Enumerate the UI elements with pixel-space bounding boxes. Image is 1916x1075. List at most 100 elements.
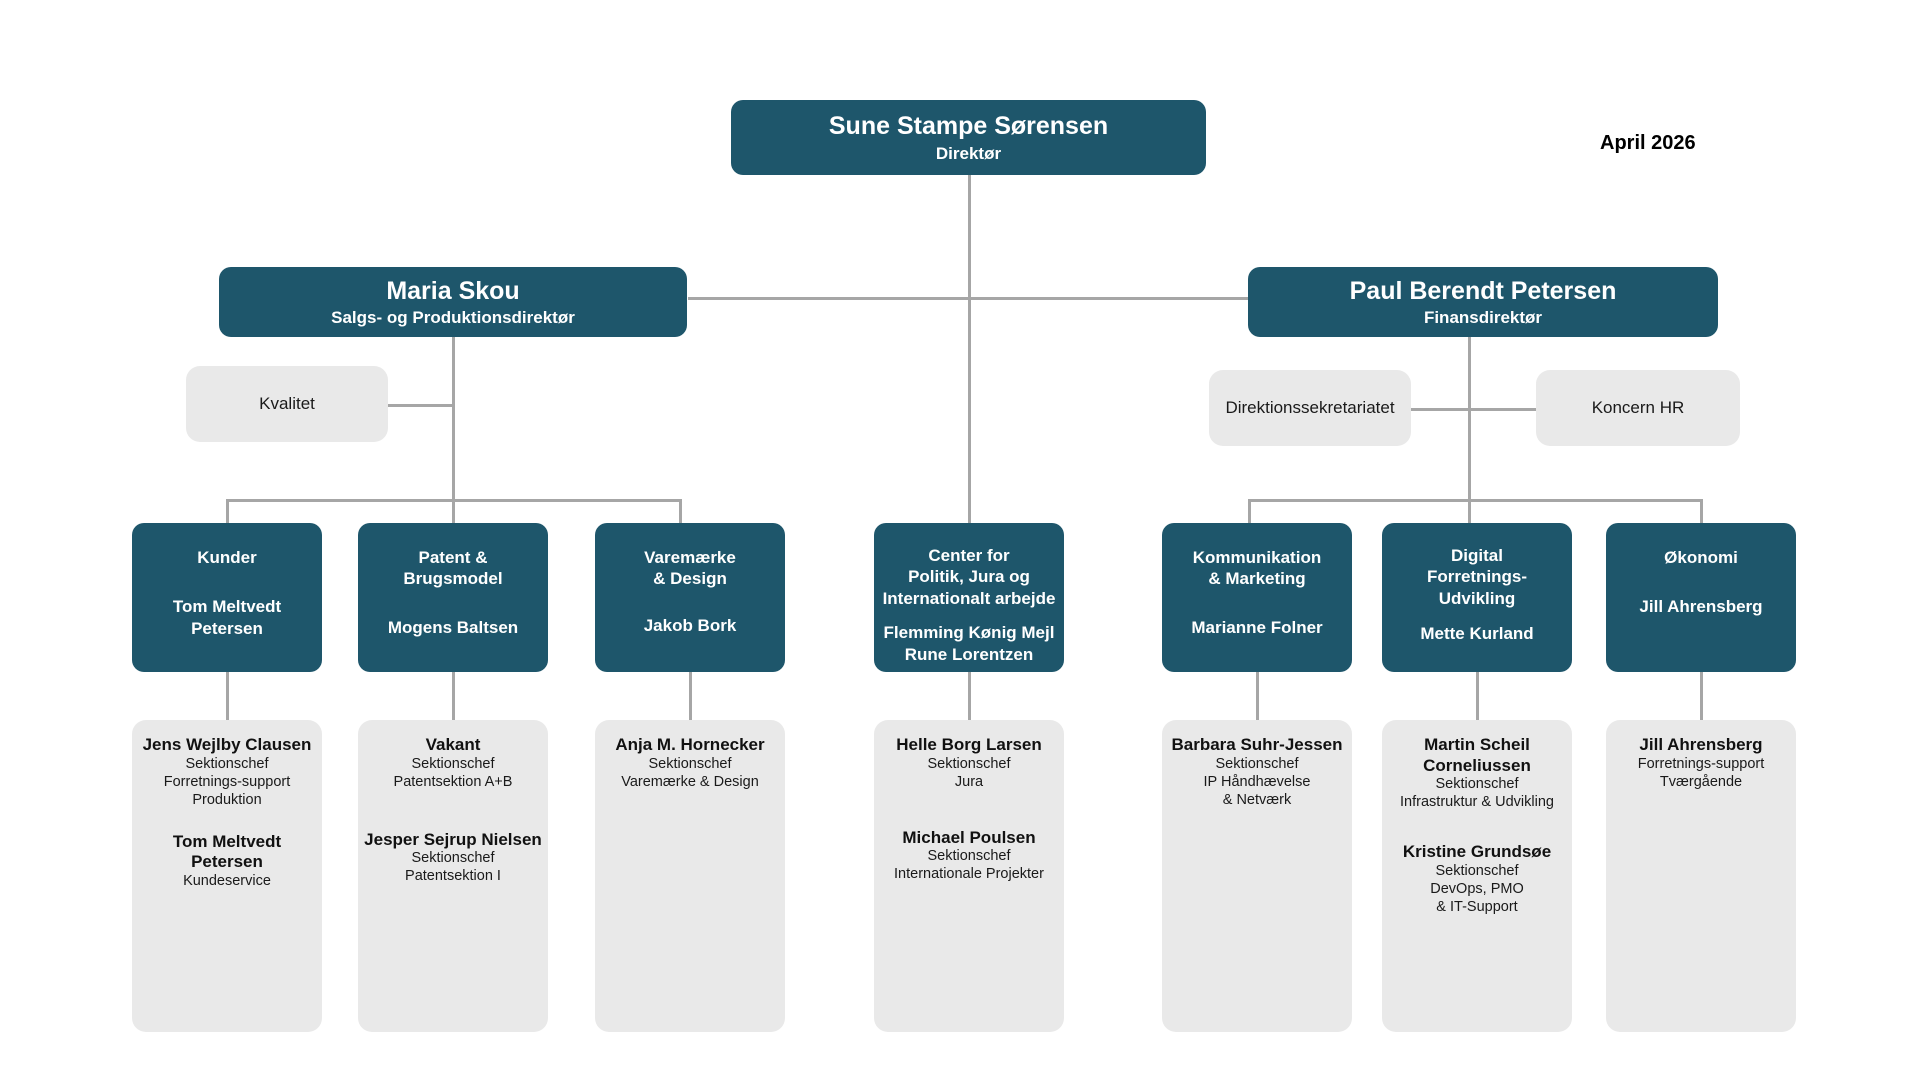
dept-name-line: & Marketing xyxy=(1208,569,1306,589)
section-role-line: DevOps, PMO xyxy=(1430,881,1524,898)
connector-center-stem xyxy=(968,297,971,523)
node-staff-kvalitet[interactable]: Kvalitet xyxy=(186,366,388,442)
connector-root-stem xyxy=(968,175,971,298)
dept-name-line: Økonomi xyxy=(1664,548,1738,567)
dept-name-line: Varemærke xyxy=(644,548,736,567)
dept-person-line: Petersen xyxy=(191,618,263,638)
section-role-line: IP Håndhævelse xyxy=(1203,773,1311,790)
node-root-director[interactable]: Sune Stampe Sørensen Direktør xyxy=(731,100,1206,175)
section-role-line: Forretnings-support xyxy=(163,773,291,790)
node-department-kunder[interactable]: Kunder Tom Meltvedt Petersen xyxy=(132,523,322,672)
node-sections-kunder[interactable]: Jens Wejlby Clausen Sektionschef Forretn… xyxy=(132,720,322,1032)
connector-paul-stem xyxy=(1468,337,1471,512)
director-name: Paul Berendt Petersen xyxy=(1349,276,1617,305)
connector-paul-children-bus xyxy=(1248,499,1703,502)
node-sections-patent-brugsmodel[interactable]: Vakant Sektionschef Patentsektion A+B Je… xyxy=(358,720,548,1032)
connector-okonomi-section-drop xyxy=(1700,672,1703,720)
node-department-digital-forretningsudvikling[interactable]: Digital Forretnings- Udvikling Mette Kur… xyxy=(1382,523,1572,672)
section-unit: Kristine Grundsøe Sektionschef DevOps, P… xyxy=(1382,842,1572,917)
section-unit: Martin Scheil Corneliussen Sektionschef … xyxy=(1382,735,1572,812)
section-role-line: & Netværk xyxy=(1222,791,1292,808)
node-department-center-politik-jura-internationalt[interactable]: Center for Politik, Jura og Internationa… xyxy=(874,523,1064,672)
dept-name-line: Patent & xyxy=(418,548,488,567)
node-director-paul-berendt-petersen[interactable]: Paul Berendt Petersen Finansdirektør xyxy=(1248,267,1718,337)
department-people: Jill Ahrensberg xyxy=(1639,596,1762,617)
connector-patent-drop xyxy=(452,499,455,523)
node-staff-direktionssekretariatet[interactable]: Direktionssekretariatet xyxy=(1209,370,1411,446)
connector-varemaerke-section-drop xyxy=(689,672,692,720)
dept-name-line: Udvikling xyxy=(1438,588,1516,608)
section-role-line: Sektionschef xyxy=(648,755,732,772)
section-unit: Barbara Suhr-Jessen Sektionschef IP Hånd… xyxy=(1162,735,1352,810)
section-role-line: Produktion xyxy=(192,791,262,808)
dept-person-line: Flemming Kønig Mejl xyxy=(883,623,1055,643)
section-person-line: Martin Scheil xyxy=(1424,735,1530,754)
node-sections-okonomi[interactable]: Jill Ahrensberg Forretnings-support Tvær… xyxy=(1606,720,1796,1032)
node-department-okonomi[interactable]: Økonomi Jill Ahrensberg xyxy=(1606,523,1796,672)
connector-kommunikation-section-drop xyxy=(1256,672,1259,720)
connector-digital-drop xyxy=(1468,499,1471,523)
section-role-line: Sektionschef xyxy=(1435,776,1519,793)
department-name: Varemærke & Design xyxy=(644,547,736,590)
dept-name-line: Digital xyxy=(1451,546,1503,565)
node-department-kommunikation-marketing[interactable]: Kommunikation & Marketing Marianne Folne… xyxy=(1162,523,1352,672)
section-role-line: Sektionschef xyxy=(411,755,495,772)
section-role-line: Sektionschef xyxy=(1435,863,1519,880)
dept-name-line: & Design xyxy=(653,569,727,589)
director-name: Maria Skou xyxy=(386,276,520,305)
department-name: Center for Politik, Jura og Internationa… xyxy=(883,545,1056,609)
dept-name-line: Kommunikation xyxy=(1192,548,1322,567)
connector-digital-section-drop xyxy=(1476,672,1479,720)
dept-name-line: Kunder xyxy=(197,548,257,567)
node-department-patent-brugsmodel[interactable]: Patent & Brugsmodel Mogens Baltsen xyxy=(358,523,548,672)
section-unit: Vakant Sektionschef Patentsektion A+B xyxy=(358,735,548,792)
staff-label: Direktionssekretariatet xyxy=(1225,397,1395,417)
section-role-line: Patentsektion A+B xyxy=(393,773,513,790)
section-person: Jesper Sejrup Nielsen xyxy=(364,829,542,849)
section-role-line: Sektionschef xyxy=(927,848,1011,865)
node-staff-koncern-hr[interactable]: Koncern HR xyxy=(1536,370,1740,446)
staff-label: Kvalitet xyxy=(259,393,315,413)
section-person: Barbara Suhr-Jessen xyxy=(1171,735,1343,754)
root-name: Sune Stampe Sørensen xyxy=(828,111,1109,140)
connector-patent-section-drop xyxy=(452,672,455,720)
section-unit: Jesper Sejrup Nielsen Sektionschef Paten… xyxy=(358,830,548,887)
connector-okonomi-drop xyxy=(1700,499,1703,523)
node-sections-digital-forretningsudvikling[interactable]: Martin Scheil Corneliussen Sektionschef … xyxy=(1382,720,1572,1032)
director-title: Finansdirektør xyxy=(1423,307,1543,327)
section-person-line: Tom Meltvedt xyxy=(172,831,282,851)
node-sections-kommunikation-marketing[interactable]: Barbara Suhr-Jessen Sektionschef IP Hånd… xyxy=(1162,720,1352,1032)
section-person: Helle Borg Larsen xyxy=(896,735,1042,754)
section-role-line: Kundeservice xyxy=(183,873,271,890)
dept-name-line: Internationalt arbejde xyxy=(882,588,1056,608)
connector-kommunikation-drop xyxy=(1248,499,1251,523)
department-people: Marianne Folner xyxy=(1191,617,1322,638)
dept-person-line: Marianne Folner xyxy=(1191,617,1323,637)
section-person: Vakant xyxy=(425,735,481,754)
date-label: April 2026 xyxy=(1600,132,1696,154)
node-director-maria-skou[interactable]: Maria Skou Salgs- og Produktionsdirektør xyxy=(219,267,687,337)
root-title: Direktør xyxy=(935,143,1002,163)
section-unit: Michael Poulsen Sektionschef Internation… xyxy=(874,828,1064,885)
dept-name-line: Politik, Jura og xyxy=(908,567,1030,587)
section-unit: Jens Wejlby Clausen Sektionschef Forretn… xyxy=(132,735,322,810)
director-title: Salgs- og Produktionsdirektør xyxy=(331,307,575,327)
department-name: Kunder xyxy=(197,547,257,568)
section-role-line: Varemærke & Design xyxy=(621,773,759,790)
dept-name-line: Center for xyxy=(928,546,1010,565)
section-person-line: Petersen xyxy=(191,852,263,872)
department-name: Kommunikation & Marketing xyxy=(1193,547,1321,590)
department-people: Flemming Kønig Mejl Rune Lorentzen xyxy=(884,622,1055,665)
node-sections-center-politik-jura[interactable]: Helle Borg Larsen Sektionschef Jura Mich… xyxy=(874,720,1064,1032)
connector-varemaerke-drop xyxy=(679,499,682,523)
section-role-line: Patentsektion I xyxy=(405,868,501,885)
node-sections-varemaerke-design[interactable]: Anja M. Hornecker Sektionschef Varemærke… xyxy=(595,720,785,1032)
dept-person-line: Rune Lorentzen xyxy=(904,644,1034,664)
node-department-varemaerke-design[interactable]: Varemærke & Design Jakob Bork xyxy=(595,523,785,672)
connector-kunder-section-drop xyxy=(226,672,229,720)
section-role-line: Internationale Projekter xyxy=(894,866,1044,883)
dept-person-line: Mette Kurland xyxy=(1420,624,1534,644)
section-person-line: Corneliussen xyxy=(1423,755,1531,775)
section-unit: Jill Ahrensberg Forretnings-support Tvær… xyxy=(1606,735,1796,792)
